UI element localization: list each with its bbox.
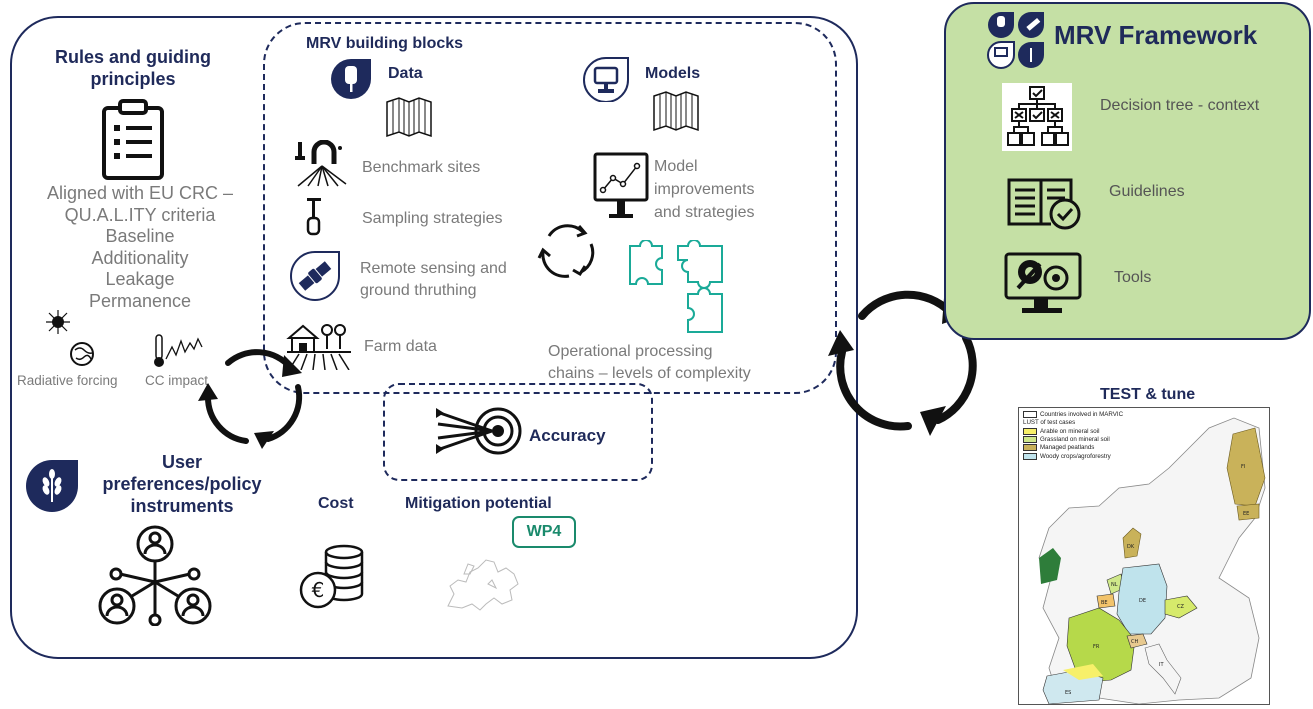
model-improvements-line: and strategies [654,204,755,221]
data-title: Data [388,65,423,82]
models-map-icon [653,91,699,132]
farm-icon [286,324,351,370]
tools-label: Tools [1114,269,1152,286]
benchmark-sites-label: Benchmark sites [362,159,481,176]
accuracy-frame [383,383,653,481]
country-label-it: IT [1159,662,1164,668]
europe-outline-icon [447,559,519,611]
data-icon [331,59,371,99]
coins-euro-icon: € [299,544,364,609]
rules-title-line2: principles [90,69,176,89]
framework-icons-cluster [987,12,1044,69]
models-title: Models [645,65,701,82]
model-chart-icon [593,152,649,218]
clipboard-checklist-icon [102,99,164,180]
country-label-dk: DK [1127,544,1135,550]
decision-tree-label: Decision tree - context [1100,97,1260,114]
wheat-icon [26,460,78,512]
puzzle-pieces-icon [629,240,723,333]
rules-criteria: Aligned with EU CRC – QU.A.L.ITY criteri… [30,183,250,312]
rules-line: Aligned with EU CRC – [46,183,234,203]
legend-grassland: Grassland on mineral soil [1040,436,1110,444]
cc-impact-label: CC impact [145,373,209,388]
mrv-framework-title: MRV Framework [1054,20,1258,50]
country-label-be: BE [1101,600,1108,606]
country-label-fr: FR [1093,644,1100,650]
stakeholders-network-icon [98,525,212,626]
mrv-blocks-title: MRV building blocks [306,35,464,52]
map-legend: Countries involved in MARVIC LUST of tes… [1023,411,1123,461]
legend-lust: LUST of test cases [1023,419,1076,427]
legend-peatlands: Managed peatlands [1040,444,1095,452]
remote-sensing-line1: Remote sensing and [360,260,507,277]
rules-title: Rules and guiding principles [38,46,228,90]
model-improvements-line: improvements [654,181,755,198]
decision-tree-icon [1002,83,1072,151]
sampling-strategies-label: Sampling strategies [362,210,503,227]
operational-label: Operational processing chains – levels o… [548,341,751,385]
soil-sampler-icon [306,198,321,236]
farm-data-label: Farm data [364,338,437,355]
user-line2: preferences/policy [102,474,262,494]
mitigation-potential-title: Mitigation potential [405,495,552,512]
test-cases-map: FI EE DK NL BE DE CZ FR CH IT ES Countri… [1018,407,1270,705]
guidelines-label: Guidelines [1109,183,1185,200]
remote-sensing-line2: ground thruthing [360,282,477,299]
test-tune-title: TEST & tune [1100,386,1196,403]
main-frame [10,16,858,659]
rules-line: Leakage [105,269,175,289]
user-line1: User [161,452,203,472]
data-map-icon [386,97,432,138]
rules-line: Baseline [105,226,175,246]
legend-arable: Arable on mineral soil [1040,427,1100,435]
rules-line: QU.A.L.ITY criteria [64,204,216,225]
cycle-arrows-icon [198,349,303,449]
country-label-ee: EE [1243,511,1249,517]
operational-line1: Operational processing [548,343,713,360]
sun-earth-icon [46,310,94,366]
wp4-badge: WP4 [512,516,576,548]
satellite-icon [290,251,340,301]
rules-line: Additionality [91,247,189,268]
country-label-cz: CZ [1177,604,1184,610]
model-improvements-label: Model improvements and strategies [654,155,755,224]
legend-woody: Woody crops/agroforestry [1040,452,1111,460]
accuracy-label: Accuracy [529,426,606,445]
country-label-de: DE [1139,598,1146,604]
user-preferences-title: User preferences/policy instruments [72,451,292,517]
radiative-forcing-label: Radiative forcing [17,373,118,388]
svg-text:€: € [312,578,325,602]
remote-sensing-label: Remote sensing and ground thruthing [360,258,507,302]
rules-line: Permanence [88,290,192,311]
temperature-graph-icon [154,334,203,367]
country-label-nl: NL [1111,582,1118,588]
legend-countries: Countries involved in MARVIC [1040,411,1124,419]
operational-line2: chains – levels of complexity [548,365,751,382]
country-label-ch: CH [1131,639,1138,645]
benchmark-sites-icon [295,140,347,187]
rules-title-line1: Rules and guiding [55,47,211,67]
guidelines-book-icon [1007,178,1081,230]
europe-map: FI EE DK NL BE DE CZ FR CH IT ES [1019,408,1269,704]
target-arrows-icon [436,407,522,455]
mrv-building-blocks-frame [263,22,837,394]
country-label-fi: FI [1241,464,1245,470]
country-label-es: ES [1065,690,1071,696]
user-line3: instruments [130,496,234,516]
tools-monitor-icon [1004,252,1082,313]
cycle-icon-small [537,224,595,278]
cost-title: Cost [318,495,354,512]
models-icon [583,57,629,102]
model-improvements-line: Model [654,158,698,175]
